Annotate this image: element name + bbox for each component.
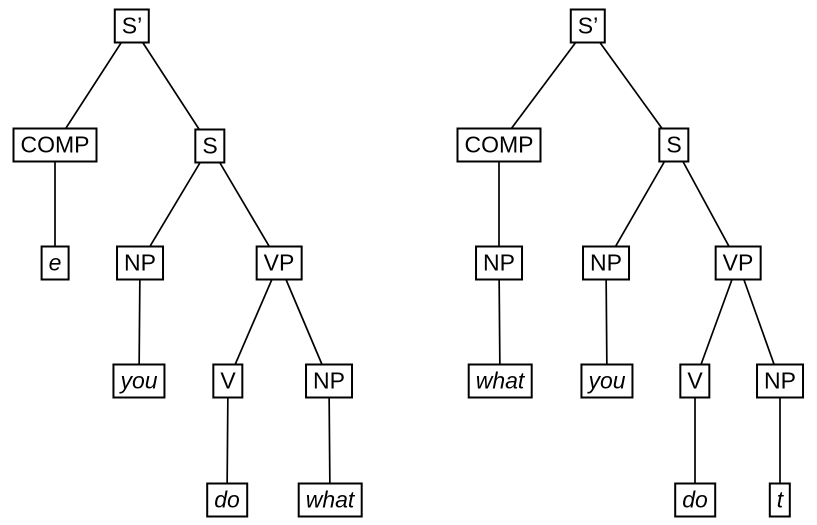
tree-edge-left-tree-s-vp bbox=[209, 145, 280, 264]
tree-node-left-tree-e: e bbox=[40, 245, 70, 281]
tree-edge-left-tree-vp-v bbox=[227, 262, 280, 382]
tree-node-right-tree-np-subj: NP bbox=[582, 245, 630, 281]
tree-node-right-tree-vp: VP bbox=[714, 245, 762, 281]
tree-node-right-tree-np-obj: NP bbox=[756, 363, 804, 399]
tree-edge-right-tree-s-bar-s bbox=[587, 25, 675, 146]
tree-edge-left-tree-v-do bbox=[226, 380, 229, 501]
tree-node-left-tree-s: S bbox=[194, 128, 226, 164]
tree-node-right-tree-v: V bbox=[679, 363, 711, 399]
tree-node-left-tree-you: you bbox=[112, 363, 166, 399]
tree-node-left-tree-what: what bbox=[297, 482, 363, 518]
tree-node-left-tree-vp: VP bbox=[255, 245, 303, 281]
tree-edge-left-tree-s-np-subj bbox=[139, 145, 211, 264]
tree-node-right-tree-what: what bbox=[467, 363, 533, 399]
tree-edge-right-tree-s-vp bbox=[673, 144, 739, 264]
tree-edge-right-tree-s-bar-comp bbox=[498, 25, 589, 146]
tree-node-left-tree-np-subj: NP bbox=[116, 245, 164, 281]
tree-node-left-tree-comp: COMP bbox=[12, 127, 98, 163]
tree-node-right-tree-s: S bbox=[658, 127, 690, 163]
tree-edge-left-tree-vp-np-obj bbox=[278, 262, 330, 382]
tree-node-left-tree-s-bar: S’ bbox=[113, 8, 151, 44]
tree-edge-right-tree-vp-v bbox=[694, 262, 739, 382]
tree-edge-left-tree-s-bar-s bbox=[131, 25, 211, 147]
tree-node-right-tree-np-comp: NP bbox=[475, 245, 523, 281]
tree-node-right-tree-comp: COMP bbox=[456, 127, 542, 163]
tree-edge-left-tree-np-subj-you bbox=[138, 262, 141, 382]
tree-edge-left-tree-np-obj-what bbox=[328, 380, 331, 501]
tree-node-left-tree-np-obj: NP bbox=[305, 363, 353, 399]
tree-node-right-tree-s-bar: S’ bbox=[569, 8, 607, 44]
tree-node-left-tree-v: V bbox=[212, 363, 244, 399]
tree-edge-right-tree-np-comp-what bbox=[498, 262, 501, 382]
tree-node-right-tree-you: you bbox=[580, 363, 634, 399]
tree-node-right-tree-t: t bbox=[768, 482, 792, 518]
tree-edge-left-tree-s-bar-comp bbox=[54, 25, 133, 146]
tree-edge-right-tree-np-subj-you bbox=[605, 262, 608, 382]
tree-node-left-tree-do: do bbox=[206, 482, 248, 518]
tree-node-right-tree-do: do bbox=[674, 482, 716, 518]
tree-edge-right-tree-s-np-subj bbox=[605, 144, 675, 264]
tree-edge-right-tree-vp-np-obj bbox=[737, 262, 781, 382]
